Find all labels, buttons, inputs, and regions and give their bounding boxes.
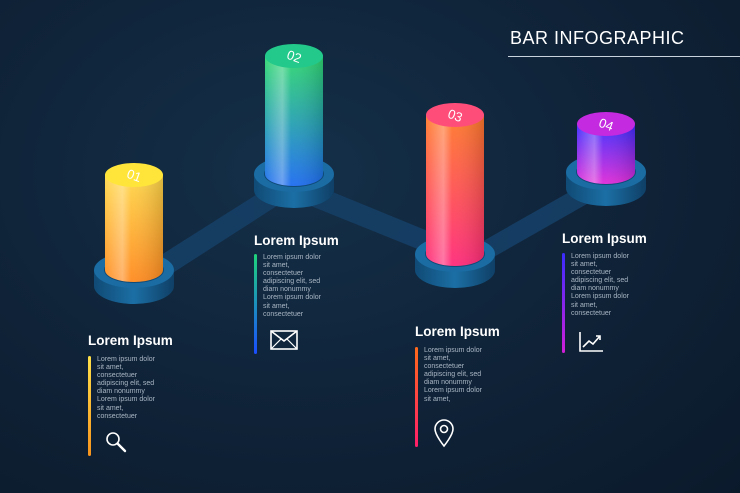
bar-01-accent-line — [88, 356, 91, 456]
bar-02-number: 02 — [285, 47, 304, 66]
magnifier-icon — [104, 430, 128, 459]
connector-1-2 — [150, 186, 286, 276]
location-pin-icon — [432, 418, 456, 453]
bar-03-description: Lorem ipsum dolor sit amet, consectetuer… — [424, 347, 482, 403]
connector-ribbons — [150, 178, 608, 276]
bar-01-description-block: Lorem ipsum dolor sit amet, consectetuer… — [88, 356, 188, 456]
bar-04-description: Lorem ipsum dolor sit amet, consectetuer… — [571, 253, 629, 317]
envelope-icon — [270, 330, 298, 355]
bar-03-heading: Lorem Ipsum — [415, 324, 500, 339]
bar-04: 04 — [566, 112, 646, 206]
bar-01-heading: Lorem Ipsum — [88, 333, 173, 348]
infographic-title: BAR INFOGRAPHIC — [510, 28, 685, 48]
bar-01-number: 01 — [125, 166, 144, 185]
bar-03-description-block: Lorem ipsum dolor sit amet, consectetuer… — [415, 347, 515, 447]
bar-03-accent-line — [415, 347, 418, 447]
bar-04-heading: Lorem Ipsum — [562, 231, 647, 246]
line-chart-icon — [578, 330, 604, 357]
bar-03: 03 — [415, 103, 495, 288]
bar-02-heading: Lorem Ipsum — [254, 233, 339, 248]
bar-01-description: Lorem ipsum dolor sit amet, consectetuer… — [97, 356, 155, 420]
bar-01: 01 — [94, 163, 174, 304]
bar-02-description: Lorem ipsum dolor sit amet, consectetuer… — [263, 254, 321, 318]
bar-02-accent-line — [254, 254, 257, 354]
connector-2-3 — [306, 186, 440, 254]
bar-04-description-block: Lorem ipsum dolor sit amet, consectetuer… — [562, 253, 662, 353]
bar-04-number: 04 — [597, 115, 616, 134]
bar-02: 02 — [254, 44, 334, 208]
bar-02-description-block: Lorem ipsum dolor sit amet, consectetuer… — [254, 254, 354, 354]
bar-03-number: 03 — [446, 106, 465, 125]
title-underline — [508, 56, 740, 57]
bar-04-accent-line — [562, 253, 565, 353]
